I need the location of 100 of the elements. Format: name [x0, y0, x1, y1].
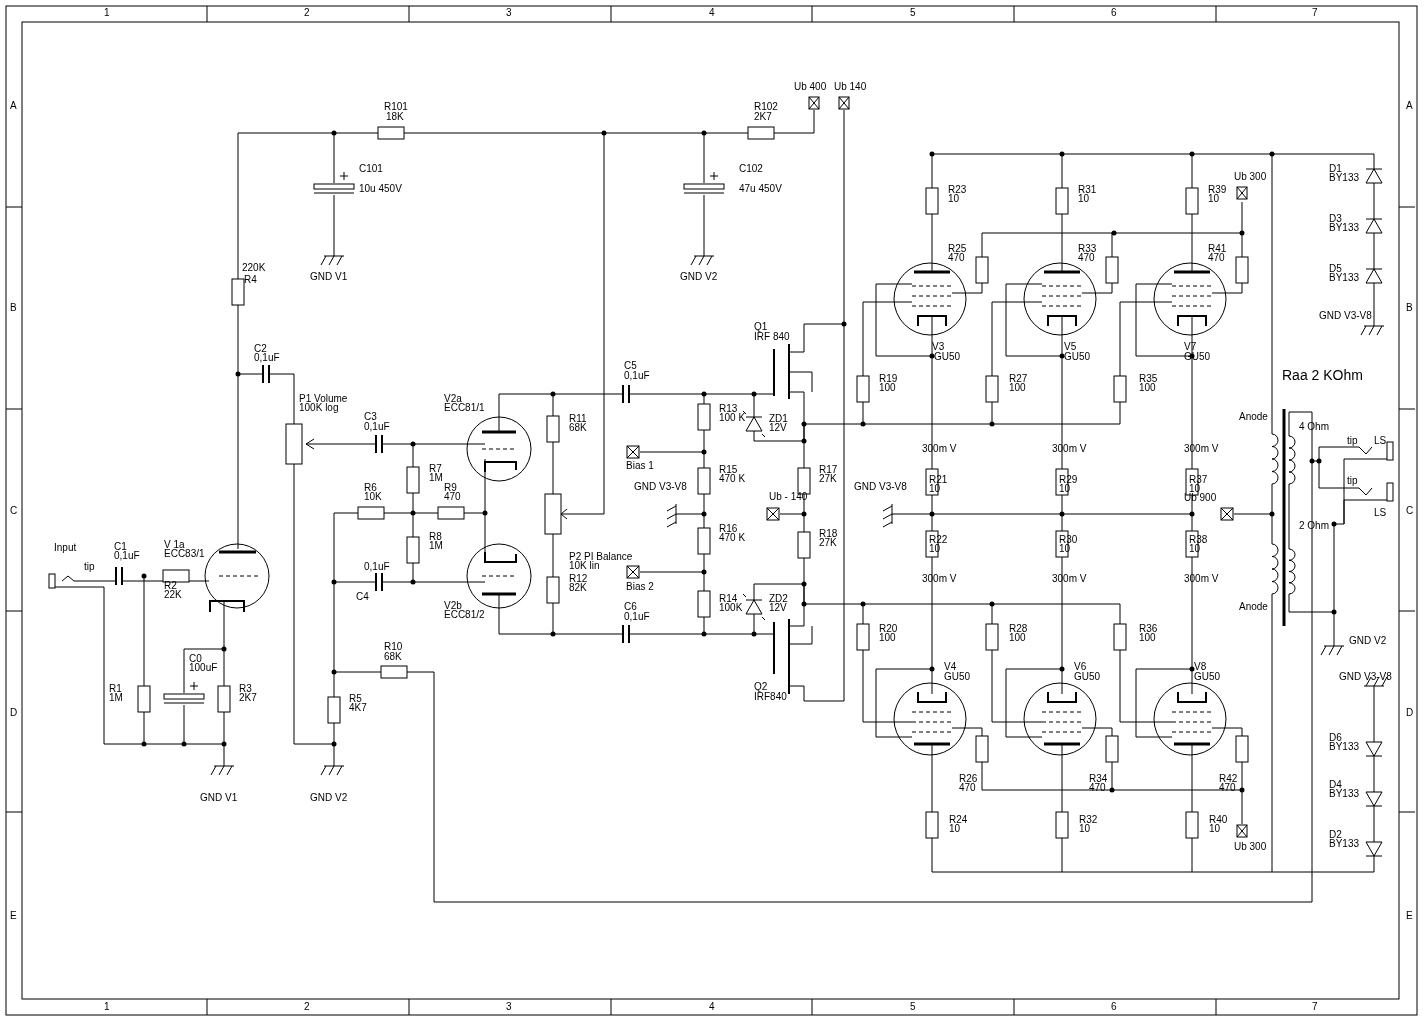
- component-designator: V2b: [444, 601, 462, 611]
- grid-reference: D: [10, 708, 18, 718]
- net-label: Bias 1: [626, 461, 654, 471]
- component-designator: ZD2: [769, 594, 788, 604]
- component-designator: Q2: [754, 682, 768, 692]
- component-value: 10: [1208, 194, 1220, 204]
- voltage-note: 300m V: [1052, 444, 1087, 454]
- component-designator: R31: [1078, 185, 1097, 195]
- component-designator: C4: [356, 592, 369, 602]
- net-label: GND V2: [680, 272, 718, 282]
- component-designator: R23: [948, 185, 967, 195]
- net-label: Ub 400: [794, 82, 827, 92]
- component-designator: V8: [1194, 662, 1207, 672]
- component-designator: R24: [949, 815, 968, 825]
- grid-reference: A: [10, 101, 17, 111]
- voltage-note: 300m V: [922, 444, 957, 454]
- component-value: BY133: [1329, 839, 1360, 849]
- component-value: 470: [959, 783, 976, 793]
- component-designator: R14: [719, 594, 738, 604]
- component-designator: C2: [254, 344, 267, 354]
- grid-reference: C: [10, 506, 18, 516]
- component-value: 2K7: [239, 693, 257, 703]
- component-value: 10: [1189, 544, 1201, 554]
- net-label: Input: [54, 543, 77, 553]
- component-designator: R10: [384, 642, 403, 652]
- component-designator: R36: [1139, 624, 1158, 634]
- component-value: 100K: [719, 603, 743, 613]
- component-value: 0,1uF: [364, 422, 390, 432]
- component-value: 470: [1208, 253, 1225, 263]
- net-label: Ub 140: [834, 82, 867, 92]
- component-value: 2 Ohm: [1299, 521, 1329, 531]
- component-value: 100K log: [299, 403, 339, 413]
- component-designator: R21: [929, 475, 948, 485]
- component-designator: V 1a: [164, 540, 185, 550]
- net-label: Ub 900: [1184, 493, 1217, 503]
- component-designator: R37: [1189, 475, 1208, 485]
- component-designator: Q1: [754, 322, 768, 332]
- component-value: 10u 450V: [359, 184, 402, 194]
- grid-reference: 3: [506, 1002, 512, 1012]
- component-designator: D2: [1329, 830, 1342, 840]
- component-value: 100: [1139, 383, 1156, 393]
- component-designator: R38: [1189, 535, 1208, 545]
- component-value: 47u 450V: [739, 184, 782, 194]
- net-label: tip: [84, 562, 95, 572]
- component-value: 82K: [569, 583, 587, 593]
- voltage-note: 300m V: [1052, 574, 1087, 584]
- component-value: 100: [879, 633, 896, 643]
- component-designator: ZD1: [769, 414, 788, 424]
- component-value: 0,1uF: [254, 353, 280, 363]
- net-label: GND V3-V8: [634, 482, 687, 492]
- component-value: 4K7: [349, 703, 367, 713]
- component-designator: R40: [1209, 815, 1228, 825]
- component-value: 22K: [164, 590, 182, 600]
- net-label: GND V2: [310, 793, 348, 803]
- component-designator: R20: [879, 624, 898, 634]
- component-designator: R101: [384, 102, 408, 112]
- component-designator: V3: [932, 342, 945, 352]
- component-value: 10K: [364, 492, 382, 502]
- component-designator: C101: [359, 164, 383, 174]
- component-value: 470: [444, 492, 461, 502]
- component-value: 68K: [569, 423, 587, 433]
- component-designator: R27: [1009, 374, 1028, 384]
- component-value: IRF840: [754, 692, 787, 702]
- grid-reference: B: [1406, 303, 1413, 313]
- component-value: 10: [1078, 194, 1090, 204]
- net-label: GND V3-V8: [854, 482, 907, 492]
- component-value: 470 K: [719, 533, 746, 543]
- component-value: 10: [1079, 824, 1091, 834]
- component-value: 220K: [242, 263, 266, 273]
- component-value: 4 Ohm: [1299, 422, 1329, 432]
- component-designator: R12: [569, 574, 588, 584]
- grid-reference: 1: [104, 1002, 110, 1012]
- component-designator: V4: [944, 662, 957, 672]
- component-value: 10: [1209, 824, 1221, 834]
- component-designator: R18: [819, 529, 838, 539]
- component-designator: C102: [739, 164, 763, 174]
- component-designator: V6: [1074, 662, 1087, 672]
- grid-reference: B: [10, 303, 17, 313]
- component-designator: R11: [569, 414, 587, 424]
- component-value: 10: [929, 544, 941, 554]
- grid-reference: 5: [910, 1002, 916, 1012]
- component-designator: V7: [1184, 342, 1197, 352]
- component-value: GU50: [1184, 352, 1211, 362]
- component-value: BY133: [1329, 789, 1360, 799]
- grid-reference: E: [1406, 911, 1413, 921]
- component-designator: R6: [364, 483, 377, 493]
- component-value: ECC81/2: [444, 610, 485, 620]
- grid-reference: 4: [709, 8, 715, 18]
- component-designator: C5: [624, 361, 637, 371]
- component-value: 1M: [429, 541, 443, 551]
- component-value: 0,1uF: [364, 562, 390, 572]
- net-label: Bias 2: [626, 582, 654, 592]
- component-designator: R29: [1059, 475, 1078, 485]
- component-value: GU50: [1194, 672, 1221, 682]
- component-value: 10: [1059, 484, 1071, 494]
- grid-reference: 6: [1111, 8, 1117, 18]
- component-value: 68K: [384, 652, 402, 662]
- net-label: LS: [1374, 436, 1387, 446]
- component-value: 10: [1059, 544, 1071, 554]
- component-designator: R34: [1089, 774, 1108, 784]
